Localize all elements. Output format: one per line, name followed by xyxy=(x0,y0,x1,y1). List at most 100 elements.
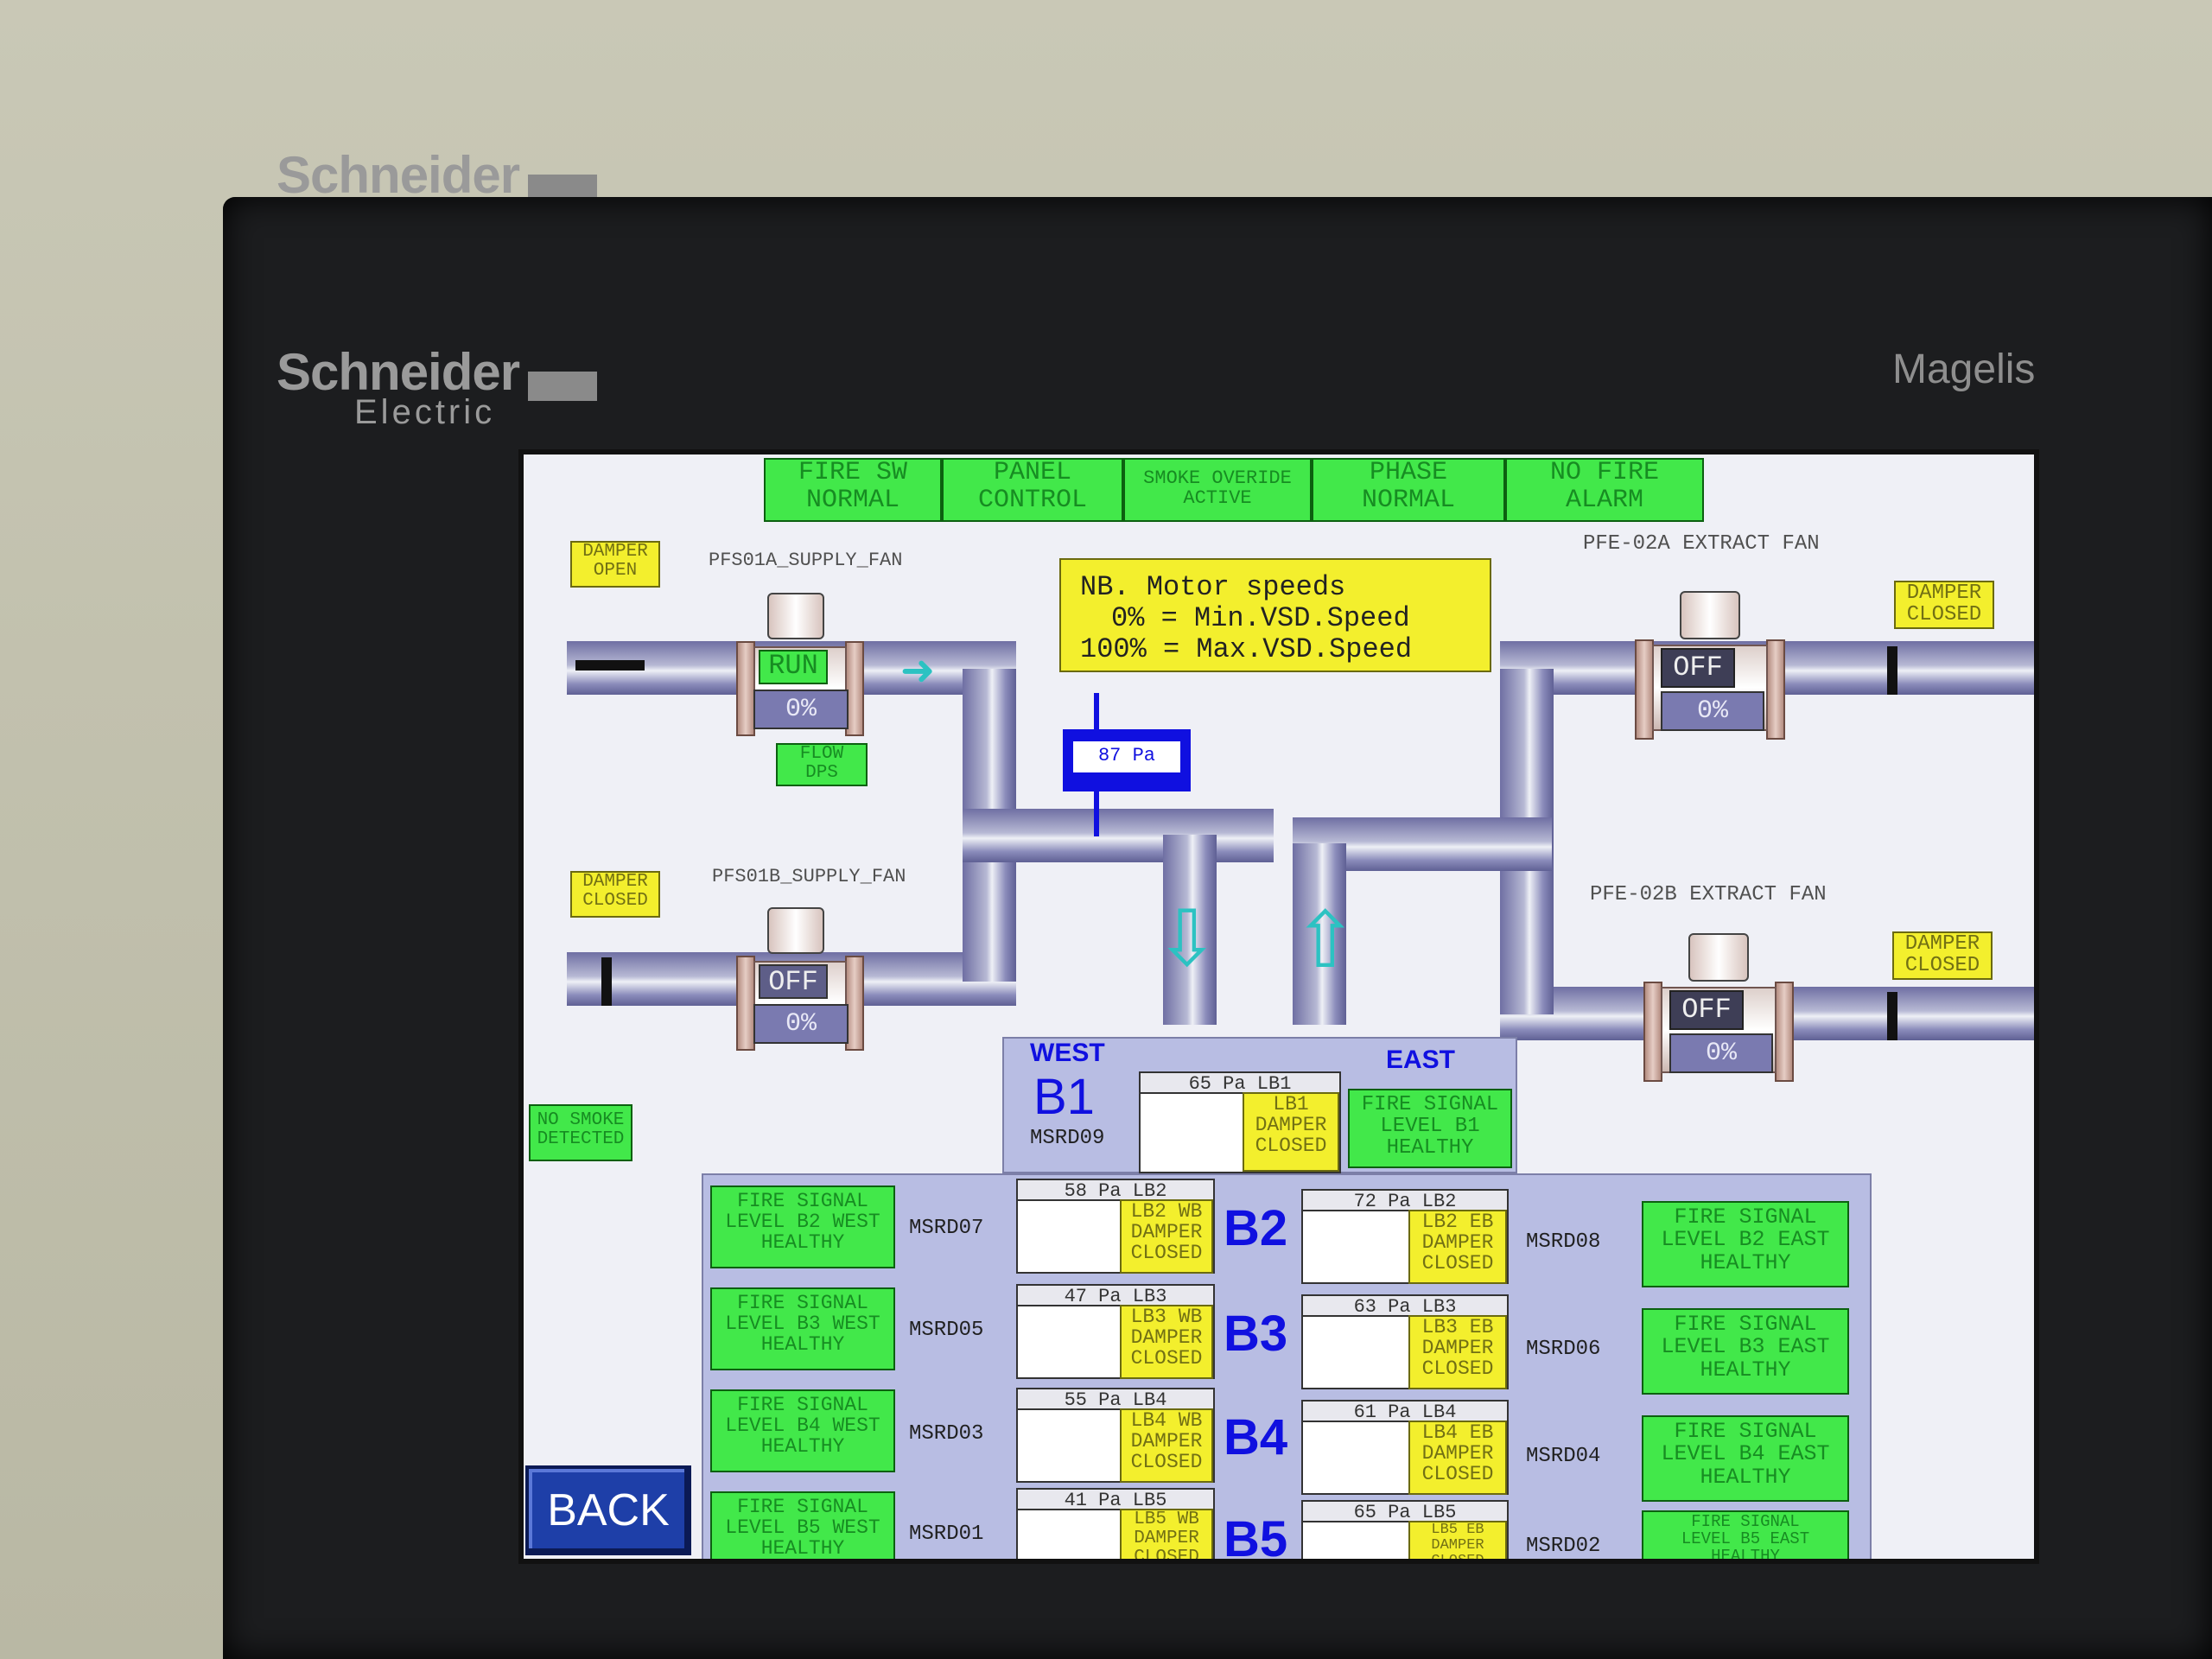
pressure-reading: 72 Pa LB2 xyxy=(1301,1189,1509,1212)
fan-name-pfs01b: PFS01B_SUPPLY_FAN xyxy=(712,866,906,887)
fan-pfs01b[interactable]: OFF 0% xyxy=(736,907,866,1089)
msrd-label: MSRD06 xyxy=(1526,1338,1601,1361)
damper-line: CLOSED xyxy=(1130,1451,1203,1474)
fan-flange xyxy=(1643,982,1662,1082)
bezel-brand-name: Schneider xyxy=(276,343,520,401)
fan-state-run: RUN xyxy=(759,650,828,684)
fire-line: LEVEL B3 EAST xyxy=(1661,1334,1830,1360)
damper-line: CLOSED xyxy=(1421,1357,1494,1381)
damper-blade-closed xyxy=(601,957,612,1006)
duct xyxy=(963,809,1274,862)
damper-line: CLOSED xyxy=(1255,1135,1327,1158)
damper-line: LB1 xyxy=(1273,1093,1309,1116)
status-line: NO FIRE xyxy=(1549,458,1660,487)
fire-line: FIRE SIGNAL xyxy=(737,1394,868,1416)
fire-line: HEALTHY xyxy=(1700,1249,1791,1275)
fire-line: HEALTHY xyxy=(760,1333,845,1357)
damper-blade-closed xyxy=(1887,646,1897,695)
fan-pfs01a[interactable]: RUN 0% xyxy=(736,593,866,774)
fan-speed: 0% xyxy=(753,1004,849,1044)
damper-line: CLOSED xyxy=(1130,1242,1203,1265)
msrd-label: MSRD08 xyxy=(1526,1230,1601,1254)
fan-flange xyxy=(736,641,755,736)
note-line: NB. Motor speeds xyxy=(1080,571,1346,603)
fan-pfe02b[interactable]: OFF 0% xyxy=(1643,933,1799,1115)
damper-line: DAMPER xyxy=(582,872,648,892)
flow-line: FLOW xyxy=(799,744,844,764)
back-button[interactable]: BACK xyxy=(525,1465,691,1555)
fan-name-pfs01a: PFS01A_SUPPLY_FAN xyxy=(709,550,903,571)
east-label: EAST xyxy=(1386,1046,1456,1074)
motor-icon xyxy=(1688,933,1749,982)
fire-line: LEVEL B5 WEST xyxy=(725,1516,880,1540)
fire-line: HEALTHY xyxy=(760,1435,845,1459)
damper-line: DAMPER xyxy=(582,542,648,562)
fan-pfe02a[interactable]: OFF 0% xyxy=(1635,591,1790,772)
duct xyxy=(1293,843,1346,1025)
fire-line: LEVEL B2 WEST xyxy=(725,1211,880,1234)
damper-blade-closed xyxy=(1887,992,1897,1040)
fan-speed: 0% xyxy=(1661,691,1764,731)
fan-speed: 0% xyxy=(1669,1033,1773,1073)
status-line: SMOKE OVERIDE xyxy=(1143,467,1292,489)
level-b2-label: B2 xyxy=(1224,1200,1288,1256)
damper-line: DAMPER xyxy=(1130,1430,1203,1453)
status-line: FIRE SW xyxy=(798,458,908,487)
msrd-label: MSRD09 xyxy=(1030,1127,1105,1150)
status-line: CONTROL xyxy=(977,485,1088,515)
fire-line: LEVEL B5 EAST xyxy=(1681,1529,1810,1548)
pressure-reading: 55 Pa LB4 xyxy=(1016,1388,1215,1411)
pressure-reading: 61 Pa LB4 xyxy=(1301,1400,1509,1423)
msrd-label: MSRD02 xyxy=(1526,1535,1601,1558)
fire-line: FIRE SIGNAL xyxy=(1361,1093,1499,1116)
fan-state-off: OFF xyxy=(1661,648,1735,688)
fan-flange xyxy=(1775,982,1794,1082)
damper-line: DAMPER xyxy=(1255,1114,1327,1137)
fire-line: FIRE SIGNAL xyxy=(737,1190,868,1212)
flow-arrow-up-icon: ⇧ xyxy=(1293,895,1358,986)
fire-line: HEALTHY xyxy=(1711,1546,1780,1564)
duct xyxy=(1163,835,1217,1025)
note-line: 0% = Min.VSD.Speed xyxy=(1111,601,1410,634)
status-line: PHASE xyxy=(1369,458,1447,487)
fire-line: LEVEL B4 EAST xyxy=(1661,1441,1830,1467)
fan-state-off: OFF xyxy=(759,964,828,999)
msrd-label: MSRD04 xyxy=(1526,1445,1601,1468)
damper-line: DAMPER xyxy=(1421,1337,1494,1360)
schneider-logo-bezel: Schneider Electric xyxy=(276,342,598,432)
damper-line: LB4 WB xyxy=(1130,1409,1203,1432)
damper-line: DAMPER xyxy=(1134,1529,1199,1549)
fan-name-pfe02b: PFE-02B EXTRACT FAN xyxy=(1590,883,1827,906)
damper-line: LB5 WB xyxy=(1134,1510,1199,1529)
pressure-sensor-main: 87 Pa xyxy=(1063,729,1191,791)
damper-line: CLOSED xyxy=(1904,954,1980,978)
